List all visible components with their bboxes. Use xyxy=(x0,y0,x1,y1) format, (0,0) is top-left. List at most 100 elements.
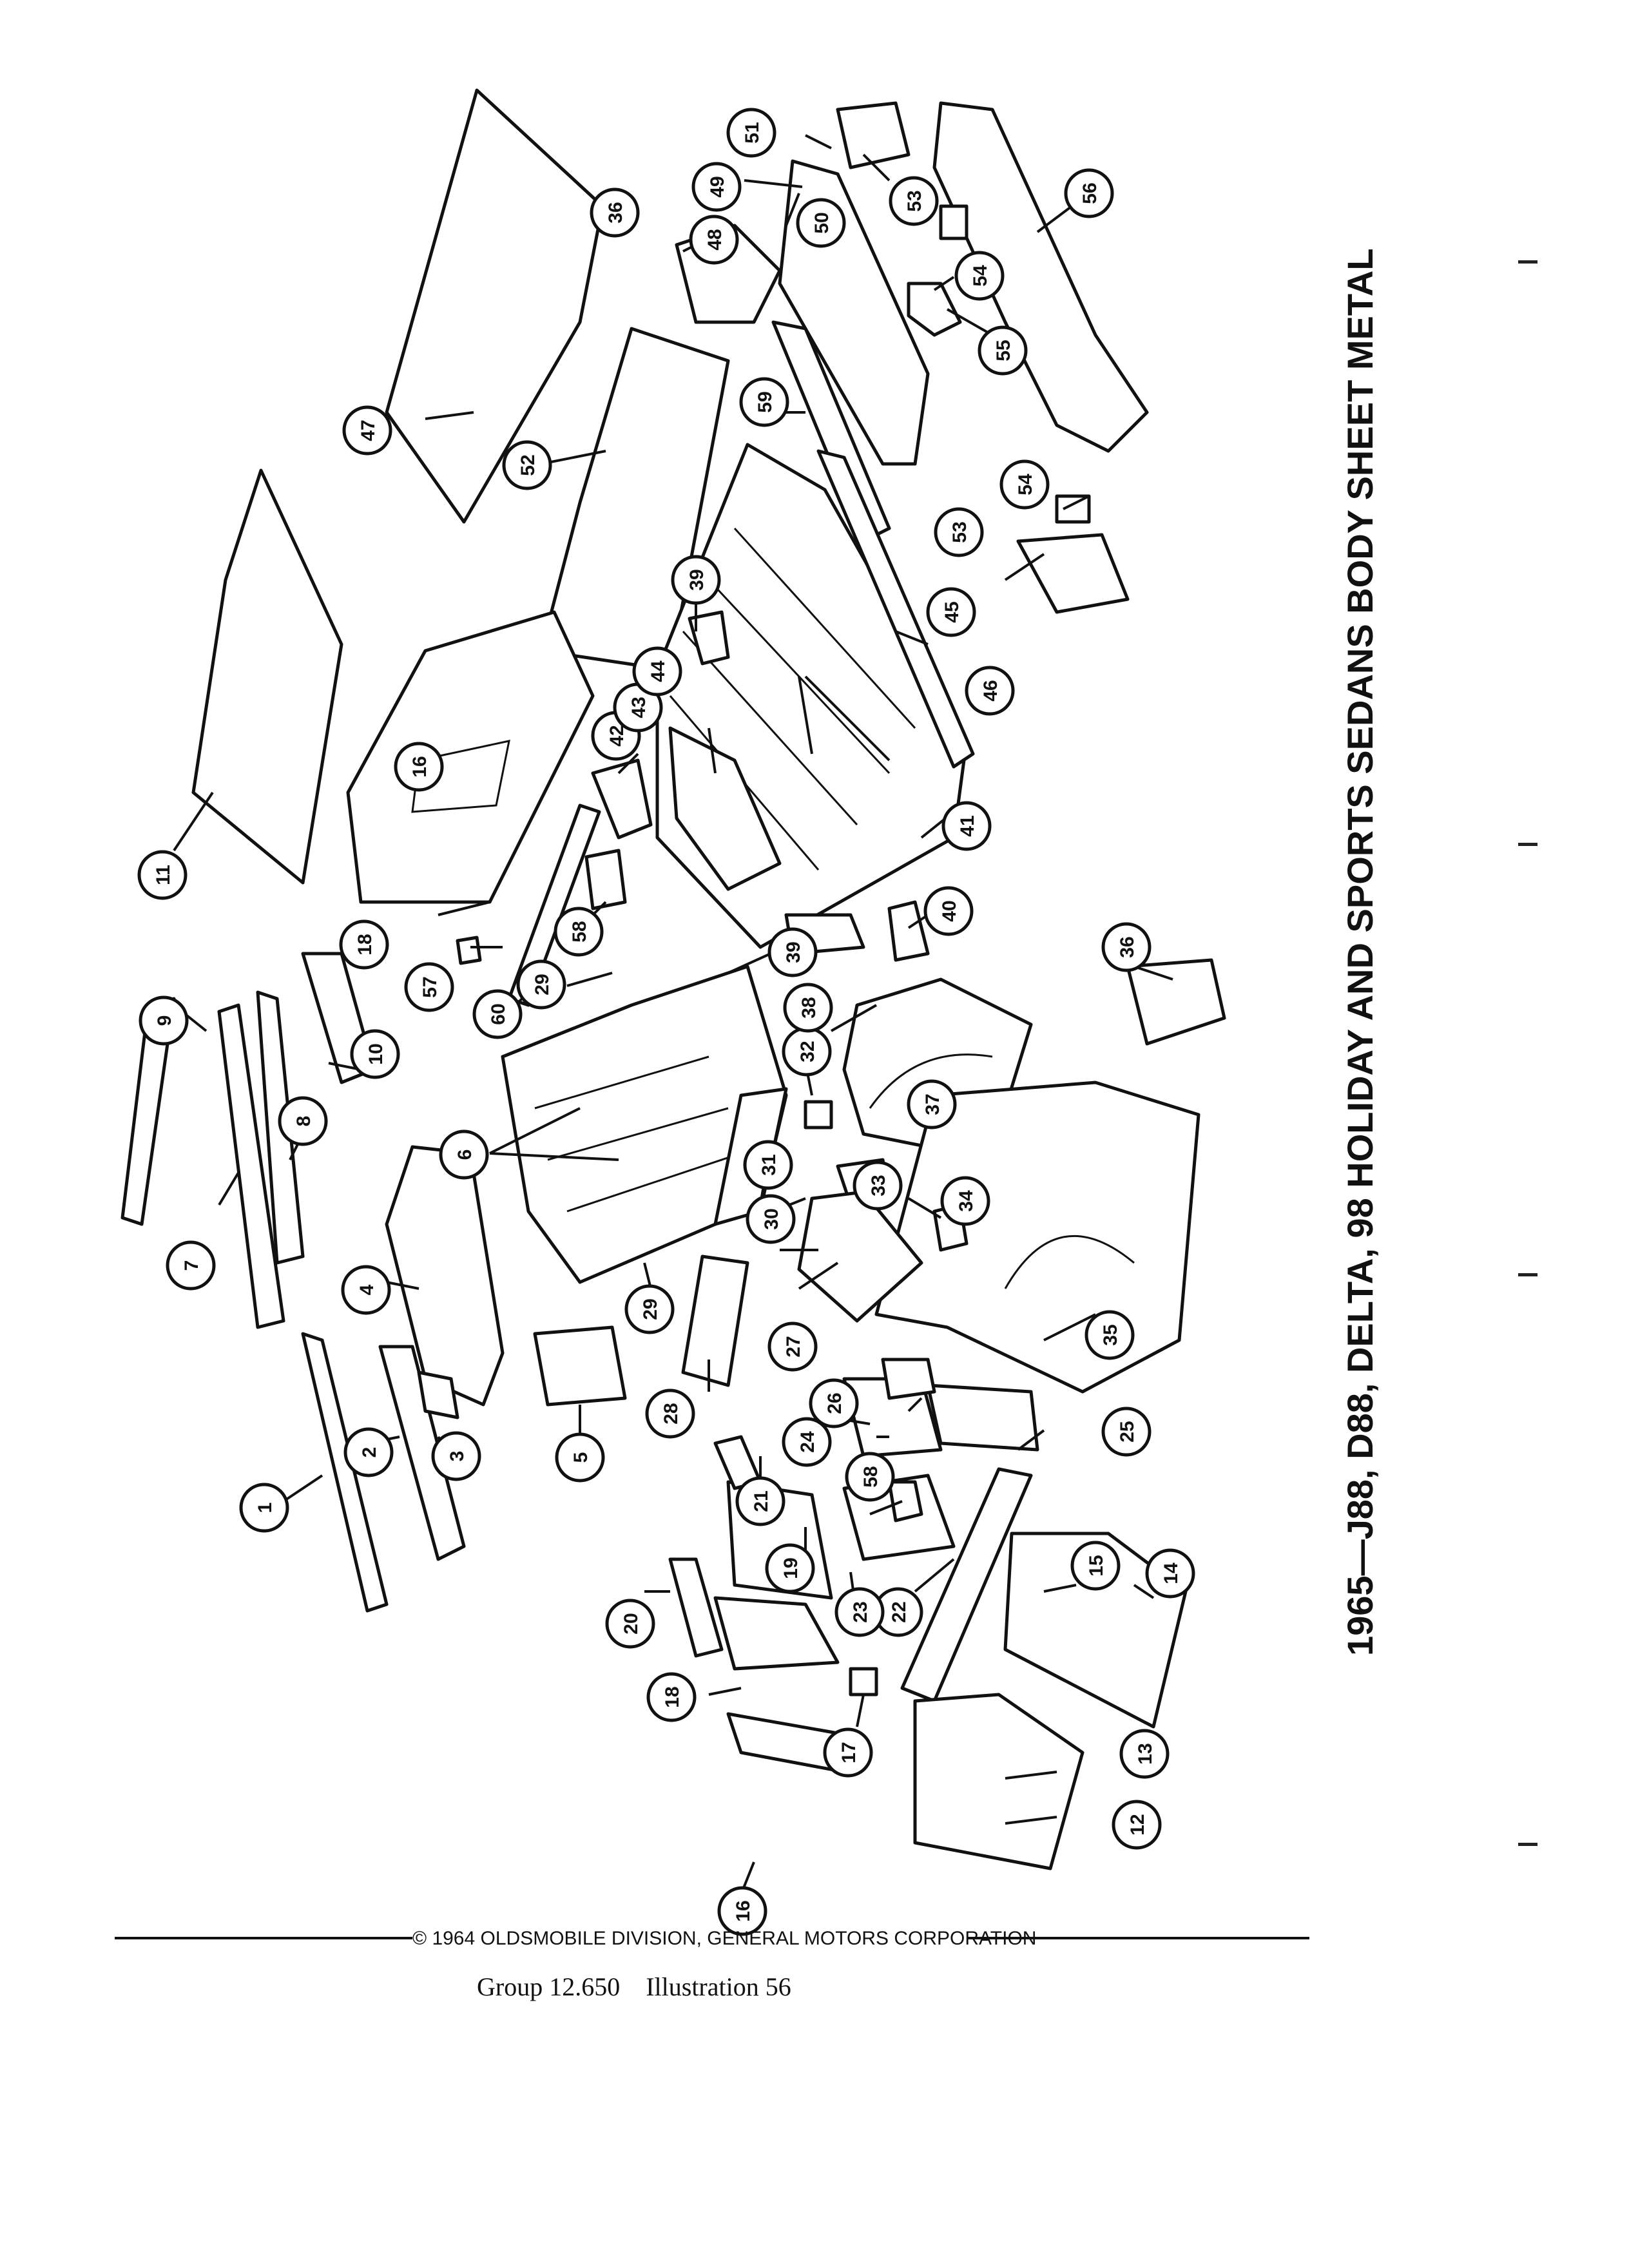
part-front-door-outer xyxy=(1003,1532,1188,1729)
part-dash-box xyxy=(533,1325,627,1407)
svg-text:33: 33 xyxy=(868,1175,889,1196)
part-bracket-17 xyxy=(849,1667,878,1696)
callout-58b: 58 xyxy=(845,1452,895,1502)
callout-11: 11 xyxy=(137,850,188,900)
callout-39a: 39 xyxy=(671,555,721,605)
callout-18a: 18 xyxy=(339,919,389,970)
callout-35a: 35 xyxy=(1084,1310,1135,1360)
callout-29a: 29 xyxy=(516,959,566,1010)
svg-text:55: 55 xyxy=(993,340,1014,361)
callout-49: 49 xyxy=(691,162,742,212)
part-quarter-outer-panel xyxy=(874,1081,1200,1394)
part-sill-inner xyxy=(681,1254,749,1387)
footer-rule-left xyxy=(115,1937,412,1939)
callout-8: 8 xyxy=(278,1096,328,1146)
part-windshield-header xyxy=(301,1332,389,1613)
callout-13: 13 xyxy=(1119,1729,1170,1779)
callout-26: 26 xyxy=(809,1378,859,1428)
callout-19: 19 xyxy=(765,1543,815,1593)
part-bracket-39-upper xyxy=(688,610,730,666)
callout-59: 59 xyxy=(739,377,789,427)
callout-14: 14 xyxy=(1145,1548,1195,1599)
part-cowl-vent-opening xyxy=(411,740,510,813)
callout-54b: 54 xyxy=(999,459,1050,510)
part-bracket-3 xyxy=(417,1370,459,1419)
part-bracket-42 xyxy=(591,758,653,840)
part-quarter-inner-lower xyxy=(1126,958,1226,1046)
callout-29b: 29 xyxy=(624,1284,675,1334)
diagram-title: 1965—J88, D88, DELTA, 98 HOLIDAY AND SPO… xyxy=(1340,248,1380,1656)
callout-27: 27 xyxy=(767,1321,818,1372)
svg-text:7: 7 xyxy=(181,1260,202,1271)
callout-34: 34 xyxy=(940,1176,990,1226)
part-rear-door-outer xyxy=(913,1693,1084,1870)
svg-text:45: 45 xyxy=(941,601,963,622)
svg-text:26: 26 xyxy=(824,1392,845,1414)
svg-text:20: 20 xyxy=(621,1613,642,1634)
part-bracket-58-upper xyxy=(584,849,627,910)
svg-text:23: 23 xyxy=(850,1601,871,1622)
svg-text:1: 1 xyxy=(255,1503,276,1514)
part-door-inner-18 xyxy=(713,1596,840,1671)
svg-text:53: 53 xyxy=(949,521,970,543)
callout-58a: 58 xyxy=(554,907,604,957)
part-rocker-sill xyxy=(816,449,975,769)
margin-tick-2 xyxy=(1518,843,1537,846)
callout-55: 55 xyxy=(978,325,1028,376)
callout-53a: 53 xyxy=(889,176,939,226)
callout-45: 45 xyxy=(926,587,976,637)
part-bracket-55 xyxy=(907,282,962,337)
callout-22: 22 xyxy=(873,1587,923,1637)
svg-text:44: 44 xyxy=(648,660,669,682)
svg-text:13: 13 xyxy=(1135,1743,1156,1764)
svg-text:16: 16 xyxy=(409,756,430,777)
callout-54a: 54 xyxy=(954,251,1005,301)
diagram-title-group: 1965—J88, D88, DELTA, 98 HOLIDAY AND SPO… xyxy=(1340,248,1380,1656)
svg-text:5: 5 xyxy=(570,1452,592,1463)
svg-text:47: 47 xyxy=(358,419,379,441)
part-tail-lamp-housing-upper xyxy=(836,101,911,169)
part-front-floor-dash-detail xyxy=(534,1055,742,1213)
callout-51: 51 xyxy=(726,108,776,158)
svg-text:48: 48 xyxy=(704,229,726,250)
svg-text:35: 35 xyxy=(1100,1324,1121,1345)
callout-5: 5 xyxy=(555,1432,605,1483)
callout-60: 60 xyxy=(472,989,523,1039)
svg-text:31: 31 xyxy=(758,1154,780,1175)
svg-text:39: 39 xyxy=(783,941,804,963)
svg-text:4: 4 xyxy=(356,1284,378,1295)
copyright-line: © 1964 OLDSMOBILE DIVISION, GENERAL MOTO… xyxy=(412,1928,1037,1949)
callout-16a: 16 xyxy=(394,742,444,792)
callout-36b: 36 xyxy=(1101,922,1152,972)
callout-48: 48 xyxy=(689,215,739,265)
callout-18b: 18 xyxy=(646,1672,697,1722)
part-bracket-26 xyxy=(881,1358,936,1400)
svg-text:29: 29 xyxy=(532,974,553,995)
callout-28: 28 xyxy=(645,1389,695,1439)
part-bracket-32 xyxy=(804,1100,833,1129)
callout-layer: 1 2 3 4 5 6 7 8 9 10 11 12 13 14 15 16 1… xyxy=(137,108,1195,1936)
footer-rule-right xyxy=(967,1937,1309,1939)
svg-text:56: 56 xyxy=(1079,182,1101,204)
callout-46: 46 xyxy=(965,666,1015,716)
svg-text:59: 59 xyxy=(755,391,776,412)
callout-31: 31 xyxy=(743,1140,793,1190)
svg-text:11: 11 xyxy=(153,865,174,885)
svg-text:27: 27 xyxy=(783,1336,804,1357)
svg-text:54: 54 xyxy=(1015,474,1036,495)
svg-text:16: 16 xyxy=(733,1900,754,1921)
callout-7: 7 xyxy=(166,1240,216,1291)
figure-caption: Group 12.650 Illustration 56 xyxy=(477,1972,791,2001)
svg-text:60: 60 xyxy=(488,1003,509,1024)
callout-16b: 16 xyxy=(717,1886,767,1936)
svg-text:57: 57 xyxy=(419,976,441,997)
margin-tick-3 xyxy=(1518,1273,1537,1276)
callout-6: 6 xyxy=(439,1129,489,1180)
callout-15: 15 xyxy=(1070,1541,1121,1591)
part-cowl-upper-panel xyxy=(346,610,595,904)
callout-12: 12 xyxy=(1112,1800,1162,1850)
svg-text:15: 15 xyxy=(1086,1555,1107,1576)
callout-38: 38 xyxy=(783,983,833,1033)
svg-text:36: 36 xyxy=(605,202,626,223)
